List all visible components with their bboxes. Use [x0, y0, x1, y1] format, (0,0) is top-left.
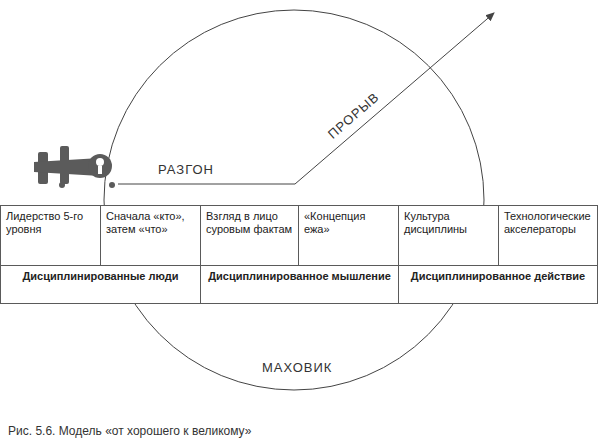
airplane-icon: [34, 146, 115, 188]
stage-group-cell: Дисциплинированное мышление: [200, 265, 399, 304]
principle-cell: Взгляд в лицо суровым фактам: [200, 205, 299, 266]
group-text: Дисциплинированные люди: [1, 266, 200, 287]
principle-text: «Концепция ежа»: [299, 206, 398, 240]
stage-label: РАЗГОН: [158, 162, 214, 177]
pilot-body: [98, 166, 102, 174]
figure-caption: Рис. 5.6. Модель «от хорошего к великому…: [8, 424, 251, 438]
wheel: [59, 182, 65, 188]
group-text: Дисциплинированное действие: [399, 266, 597, 287]
principle-cell: Технологические акселераторы: [498, 205, 598, 266]
principle-cell: Лидерство 5-го уровня: [0, 205, 101, 266]
principle-text: Лидерство 5-го уровня: [1, 206, 100, 240]
breakthrough-path: [118, 13, 494, 184]
principle-text: Культура дисциплины: [399, 206, 498, 240]
pilot-head: [96, 158, 104, 166]
stage-group-cell: Дисциплинированное действие: [398, 265, 598, 304]
principle-text: Технологические акселераторы: [499, 206, 597, 240]
wheel: [109, 182, 115, 188]
group-text: Дисциплинированное мышление: [201, 266, 398, 287]
wing: [60, 146, 69, 184]
principle-text: Взгляд в лицо суровым фактам: [201, 206, 298, 240]
flywheel-label: МАХОВИК: [262, 360, 332, 375]
principle-cell: «Концепция ежа»: [298, 205, 399, 266]
principle-text: Сначала «кто», затем «что»: [101, 206, 200, 240]
propeller-hub: [88, 154, 112, 178]
flywheel-circle: [104, 10, 484, 390]
stage-group-cell: Дисциплинированные люди: [0, 265, 201, 304]
principle-cell: Культура дисциплины: [398, 205, 499, 266]
principle-cell: Сначала «кто», затем «что»: [100, 205, 201, 266]
